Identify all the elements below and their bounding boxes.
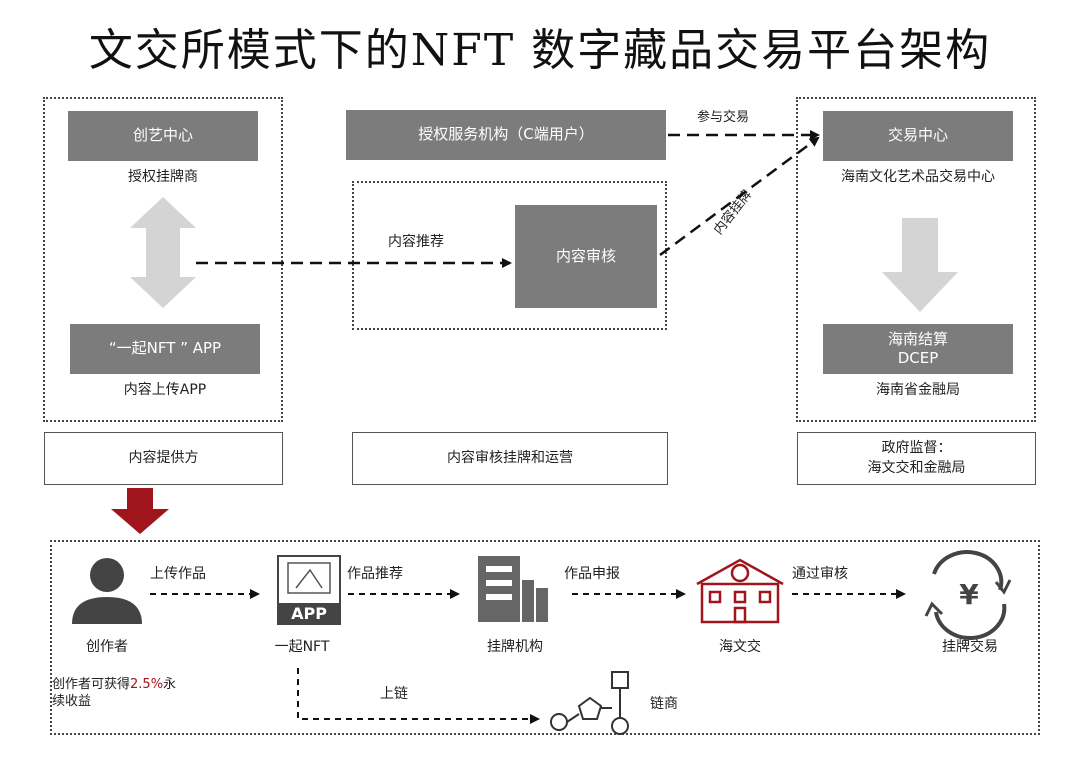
trade-center-box: 交易中心: [823, 111, 1013, 161]
participate-trade-label: 参与交易: [697, 110, 750, 125]
right-panel: [796, 97, 1036, 422]
hainan-settlement-box: 海南结算 DCEP: [823, 324, 1013, 374]
svg-text:¥: ¥: [959, 578, 979, 611]
hainan-finance-bureau-caption: 海南省金融局: [876, 382, 960, 398]
hainan-exchange-label: 海文交: [719, 639, 761, 655]
listed-trading-label: 挂牌交易: [942, 639, 998, 655]
hainan-art-exchange-caption: 海南文化艺术品交易中心: [841, 169, 995, 185]
royalty-suffix: 永 续收益: [52, 677, 177, 709]
royalty-note: 创作者可获得2.5%永 续收益: [52, 677, 212, 711]
left-panel: [43, 97, 283, 422]
app-icon: APP: [277, 555, 341, 625]
down-arrow: [882, 218, 958, 312]
work-declare-label: 作品申报: [564, 566, 620, 582]
content-review-box: 内容审核: [515, 205, 657, 308]
on-chain-label: 上链: [380, 686, 408, 702]
creator-label: 创作者: [86, 639, 128, 655]
creative-center-box: 创艺中心: [68, 111, 258, 161]
chain-arrow: [297, 668, 540, 724]
royalty-prefix: 创作者可获得: [52, 677, 131, 692]
review-panel: [352, 181, 667, 330]
content-recommend-label: 内容推荐: [388, 234, 444, 250]
content-upload-app-caption: 内容上传APP: [123, 382, 207, 398]
svg-text:APP: APP: [291, 604, 327, 623]
work-recommend-label: 作品推荐: [347, 566, 403, 582]
page-title: 文交所模式下的NFT 数字藏品交易平台架构: [88, 25, 992, 76]
nft-app-box: “一起NFT ” APP: [70, 324, 260, 374]
bottom-flow-panel: [50, 540, 1040, 735]
bidirectional-arrow: [130, 197, 196, 308]
authorized-service-box: 授权服务机构（C端用户）: [346, 110, 666, 160]
upload-work-label: 上传作品: [150, 566, 206, 582]
listing-institution-label: 挂牌机构: [487, 639, 543, 655]
royalty-value: 2.5%: [130, 677, 164, 692]
review-operation-box: 内容审核挂牌和运营: [352, 432, 668, 485]
person-icon: [72, 558, 142, 624]
exchange-building-icon: [696, 558, 784, 624]
red-down-arrow: [111, 488, 169, 534]
blockchain-icon: [550, 671, 629, 735]
yiqi-nft-label: 一起NFT: [274, 639, 330, 655]
content-provider-box: 内容提供方: [44, 432, 283, 485]
licensed-lister-caption: 授权挂牌商: [128, 169, 198, 185]
pass-review-label: 通过审核: [792, 566, 848, 582]
content-listing-arrow: [659, 136, 820, 257]
government-supervision-box: 政府监督： 海文交和金融局: [797, 432, 1036, 485]
chain-merchant-label: 链商: [650, 696, 678, 712]
building-icon: [478, 556, 548, 622]
yen-cycle-icon: ¥: [924, 550, 1012, 640]
